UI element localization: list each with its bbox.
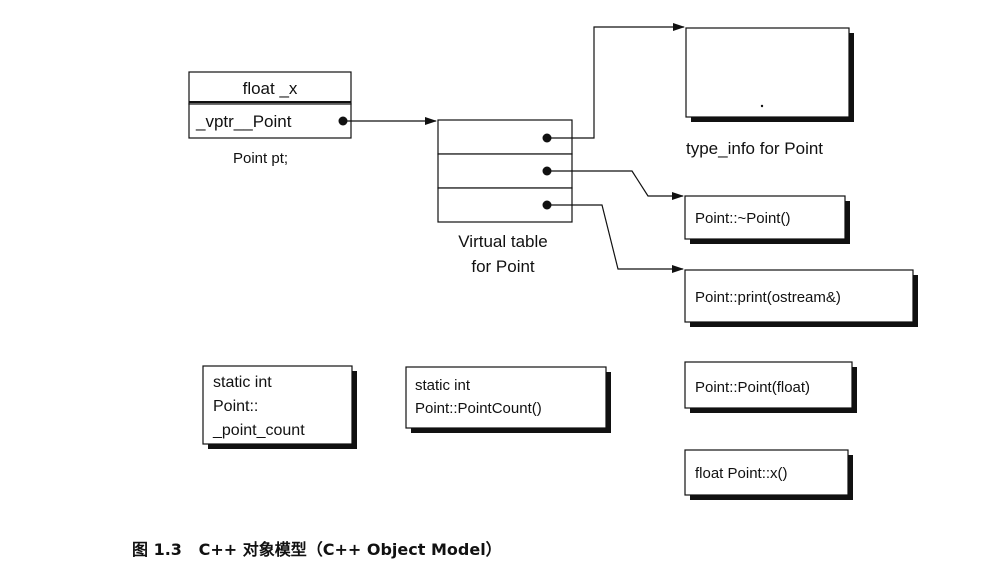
constructor-box: Point::Point(float) — [684, 361, 857, 413]
vtable-slot-0 — [437, 119, 573, 155]
static-member-box: static int Point:: _point_count — [202, 365, 357, 449]
point-object: float _x _vptr__Point Point pt; — [188, 71, 352, 167]
field-vptr-cell — [188, 103, 352, 139]
field-vptr-label: _vptr__Point — [195, 112, 292, 131]
field-x-cell — [188, 71, 352, 105]
accessor-box: float Point::x() — [684, 449, 853, 500]
type-info-arrow — [547, 23, 685, 139]
field-x-label: float _x — [243, 79, 298, 98]
static-member-line1: static int — [213, 374, 272, 391]
type-info-box: type_info for Point — [685, 27, 854, 158]
print-label: Point::print(ostream&) — [695, 289, 841, 306]
print-box: Point::print(ostream&) — [684, 269, 918, 327]
static-method-box: static int Point::PointCount() — [405, 366, 611, 433]
destructor-arrow — [547, 170, 684, 200]
static-member-line2: Point:: — [213, 398, 258, 415]
print-arrow — [547, 204, 684, 273]
static-method-line2: Point::PointCount() — [415, 400, 542, 417]
vtable-label-line1: Virtual table — [458, 232, 547, 251]
constructor-label: Point::Point(float) — [695, 379, 810, 396]
virtual-table: Virtual table for Point — [437, 119, 573, 276]
static-method-line1: static int — [415, 377, 471, 394]
static-member-line3: _point_count — [212, 422, 305, 439]
object-label: Point pt; — [233, 150, 288, 167]
figure-caption: 图 1.3 C++ 对象模型（C++ Object Model） — [132, 540, 502, 559]
destructor-label: Point::~Point() — [695, 210, 790, 227]
vtable-label-line2: for Point — [471, 257, 535, 276]
type-info-label: type_info for Point — [686, 139, 823, 158]
accessor-label: float Point::x() — [695, 465, 788, 482]
destructor-box: Point::~Point() — [684, 195, 850, 244]
